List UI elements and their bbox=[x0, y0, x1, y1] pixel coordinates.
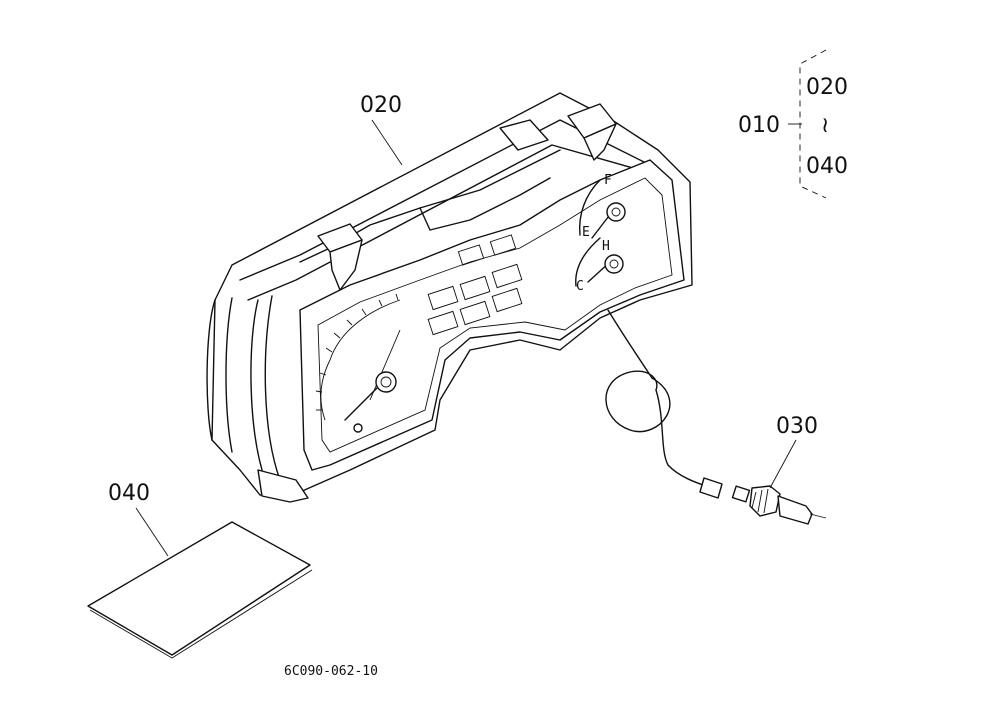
label-group-main: 010 bbox=[738, 113, 780, 138]
label-cluster: 020 bbox=[360, 93, 402, 118]
warning-lights bbox=[427, 234, 523, 336]
fuel-empty-mark: E bbox=[582, 225, 590, 240]
fuel-full-mark: F bbox=[604, 173, 612, 188]
instruction-sheet[interactable] bbox=[87, 521, 313, 659]
label-sensor: 030 bbox=[776, 414, 818, 439]
temp-cold-mark: C bbox=[576, 279, 584, 294]
group-bracket bbox=[799, 49, 827, 199]
temp-hot-mark: H bbox=[602, 239, 610, 254]
instrument-cluster[interactable]: F E H C bbox=[206, 92, 713, 503]
label-group-to: 040 bbox=[806, 154, 848, 179]
label-group-from: 020 bbox=[806, 75, 848, 100]
speedometer-ticks bbox=[315, 293, 399, 411]
drawing-code: 6C090-062-10 bbox=[284, 664, 378, 679]
leader-lines bbox=[135, 119, 802, 557]
temperature-sensor[interactable] bbox=[699, 477, 827, 525]
label-sheet: 040 bbox=[108, 481, 150, 506]
label-group-tilde: ~ bbox=[812, 116, 837, 134]
